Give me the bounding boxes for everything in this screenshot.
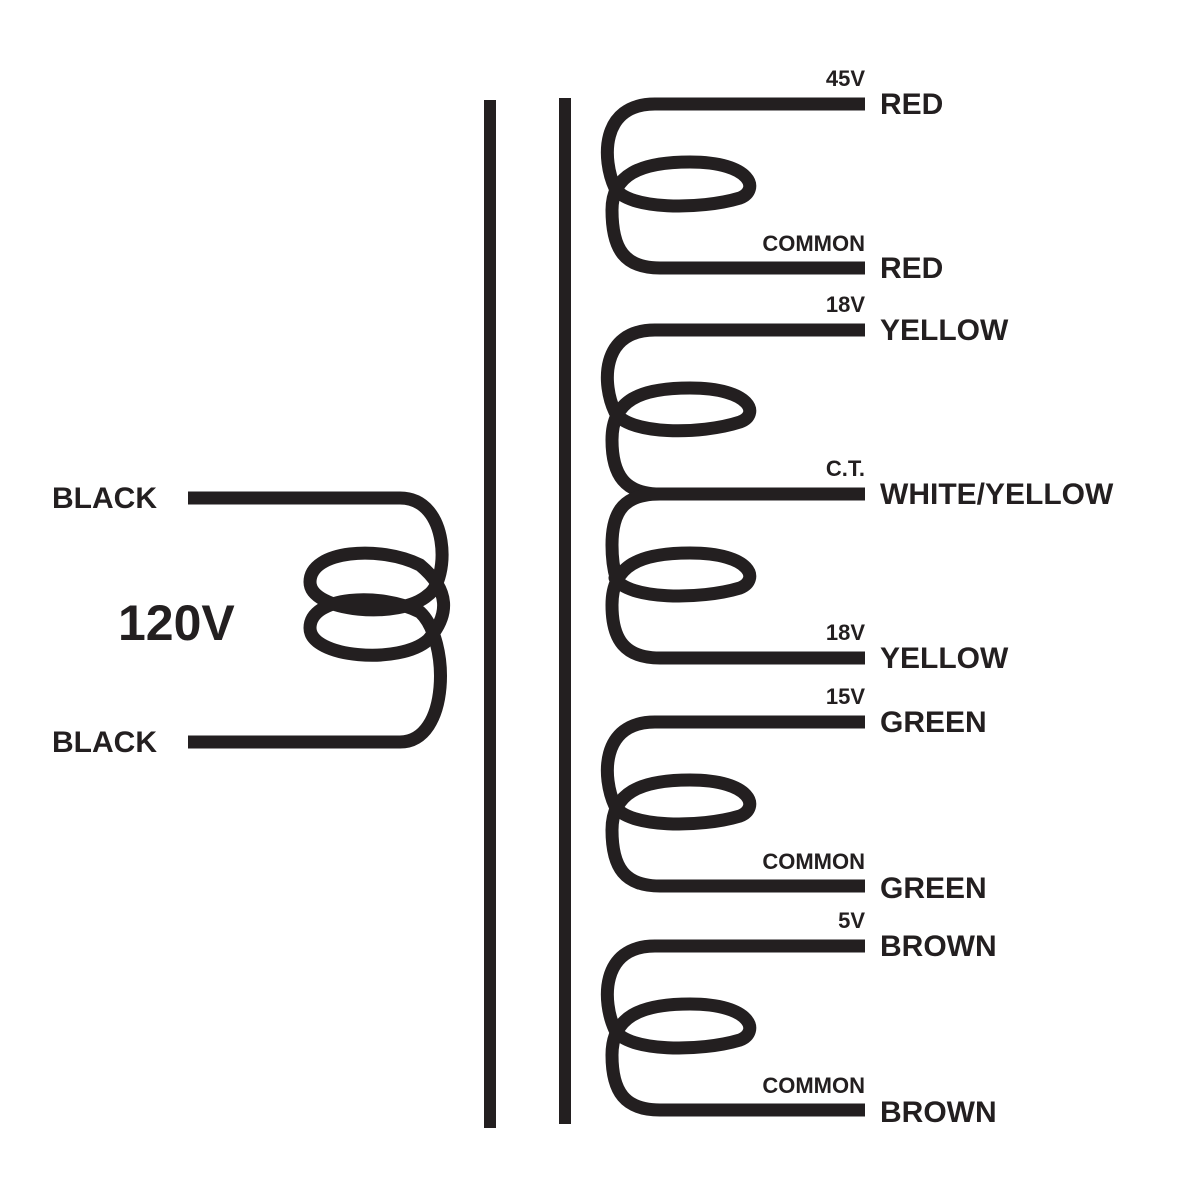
secondary-winding-5v: 5V BROWN COMMON BROWN [600, 908, 997, 1129]
tag-common-brown: COMMON [762, 1073, 865, 1098]
primary-voltage-label: 120V [118, 595, 235, 651]
tag-ct: C.T. [826, 456, 865, 481]
tag-18v-bottom: 18V [826, 620, 865, 645]
tag-common-red: COMMON [762, 231, 865, 256]
lead-green-bottom-label: GREEN [880, 872, 987, 905]
lead-green-top-label: GREEN [880, 706, 987, 739]
secondary-winding-45v: 45V RED COMMON RED [600, 66, 943, 285]
primary-coil-wire [188, 491, 450, 749]
primary-lead-bottom-label: BLACK [52, 726, 157, 759]
secondary-18v-ct-coil-wire-lower [605, 487, 865, 665]
secondary-winding-15v: 15V GREEN COMMON GREEN [600, 684, 987, 905]
tag-45v: 45V [826, 66, 865, 91]
primary-winding: BLACK BLACK 120V [52, 482, 450, 759]
tag-18v-top: 18V [826, 292, 865, 317]
secondary-winding-18v-ct: 18V YELLOW C.T. WHITE/YELLOW 18V YELLOW [600, 292, 1114, 675]
lead-red-bottom-label: RED [880, 252, 943, 285]
lead-brown-top-label: BROWN [880, 930, 997, 963]
secondary-5v-coil-wire [600, 939, 865, 1117]
secondary-45v-coil-wire [600, 97, 865, 275]
secondary-18v-ct-coil-wire [600, 323, 865, 501]
lead-yellow-bottom-label: YELLOW [880, 642, 1009, 675]
tag-15v: 15V [826, 684, 865, 709]
transformer-core [484, 98, 571, 1128]
lead-yellow-top-label: YELLOW [880, 314, 1009, 347]
tag-common-green: COMMON [762, 849, 865, 874]
primary-lead-top-label: BLACK [52, 482, 157, 515]
lead-brown-bottom-label: BROWN [880, 1096, 997, 1129]
lead-red-top-label: RED [880, 88, 943, 121]
lead-white-yellow-label: WHITE/YELLOW [880, 478, 1114, 511]
tag-5v: 5V [838, 908, 865, 933]
secondary-15v-coil-wire [600, 715, 865, 893]
